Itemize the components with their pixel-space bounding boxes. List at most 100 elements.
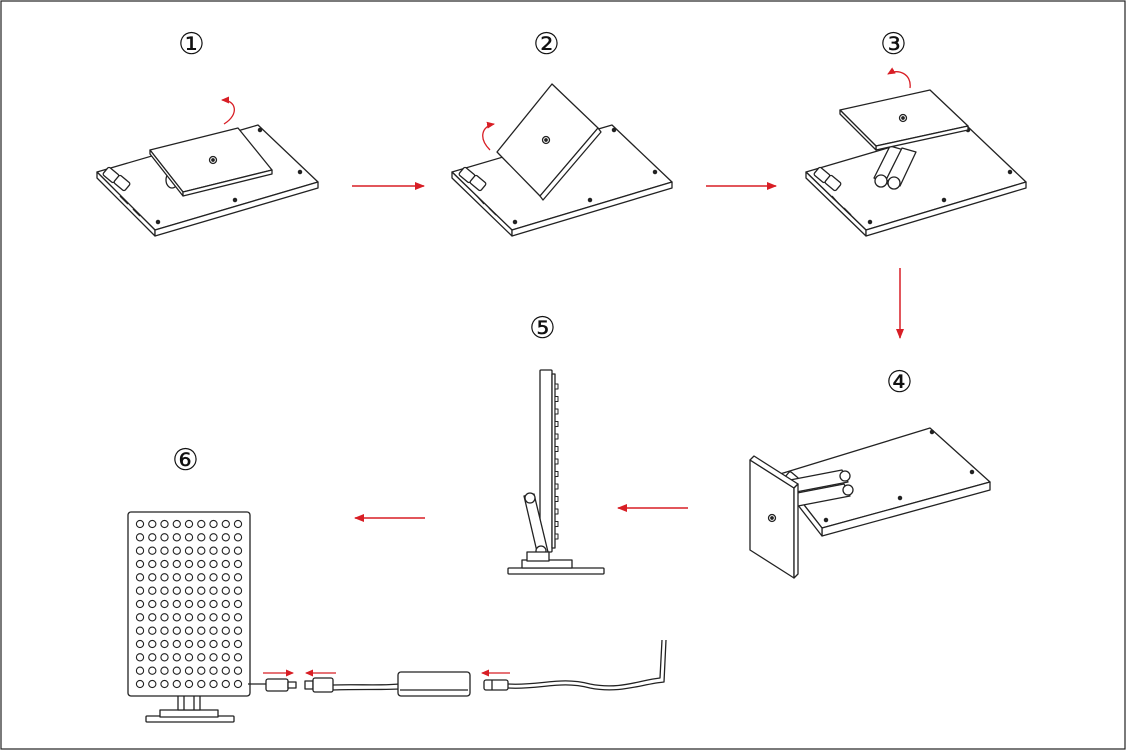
led xyxy=(160,626,169,635)
led xyxy=(160,666,169,675)
led xyxy=(184,599,194,609)
led xyxy=(160,546,169,555)
led xyxy=(233,519,243,529)
led xyxy=(221,586,230,595)
led xyxy=(209,639,218,649)
led xyxy=(209,573,218,582)
led xyxy=(184,613,194,622)
led xyxy=(209,559,218,569)
step-1-label: ① xyxy=(178,27,205,62)
led xyxy=(172,666,181,675)
led xyxy=(135,533,145,542)
led xyxy=(221,559,230,569)
led xyxy=(197,546,206,555)
led xyxy=(184,519,194,529)
led xyxy=(233,586,243,595)
led xyxy=(209,533,218,542)
led xyxy=(197,573,206,582)
led xyxy=(135,573,145,582)
led xyxy=(172,599,181,609)
led-bump xyxy=(554,483,559,490)
led xyxy=(233,559,243,569)
led xyxy=(209,613,218,622)
led xyxy=(172,626,181,635)
led xyxy=(221,573,230,582)
led xyxy=(160,679,169,689)
led xyxy=(233,626,243,635)
led xyxy=(135,546,145,555)
led xyxy=(197,666,206,675)
step-6-illustration xyxy=(127,511,667,723)
led xyxy=(148,639,157,649)
led xyxy=(184,666,194,675)
led xyxy=(148,519,157,529)
led xyxy=(172,613,181,622)
led xyxy=(233,666,243,675)
led-bump xyxy=(554,421,559,427)
step-2-rotate-arrow xyxy=(482,121,495,151)
led xyxy=(221,546,230,555)
led xyxy=(160,519,169,529)
led xyxy=(172,533,181,542)
led xyxy=(221,653,230,662)
led xyxy=(209,546,218,555)
led xyxy=(160,559,169,569)
power-adapter xyxy=(397,671,471,697)
led xyxy=(135,559,145,569)
led xyxy=(233,573,243,582)
led xyxy=(172,679,181,689)
step-4-label: ④ xyxy=(886,365,913,400)
led xyxy=(209,666,218,675)
step-2-label: ② xyxy=(533,27,560,62)
led-bump xyxy=(554,408,559,415)
led xyxy=(197,533,206,542)
led xyxy=(148,599,157,609)
led xyxy=(135,599,145,609)
led-bump xyxy=(554,458,559,465)
led xyxy=(197,613,206,622)
led xyxy=(148,586,157,595)
led xyxy=(197,519,206,529)
led xyxy=(184,573,194,582)
led xyxy=(184,639,194,649)
led xyxy=(221,599,230,609)
led xyxy=(209,599,218,609)
led xyxy=(148,626,157,635)
led-bump xyxy=(554,433,559,440)
led xyxy=(172,586,181,595)
led xyxy=(197,559,206,569)
led-bump xyxy=(554,521,559,527)
step-5-label: ⑤ xyxy=(529,311,556,346)
led xyxy=(233,679,243,689)
led xyxy=(197,626,206,635)
led xyxy=(233,613,243,622)
led xyxy=(209,653,218,662)
led xyxy=(209,586,218,595)
led xyxy=(172,573,181,582)
led xyxy=(160,599,169,609)
step-1-illustration xyxy=(96,124,319,237)
led xyxy=(160,639,169,649)
led xyxy=(197,639,206,649)
led xyxy=(221,626,230,635)
led xyxy=(233,599,243,609)
led xyxy=(209,626,218,635)
led-bump xyxy=(554,383,559,390)
led xyxy=(184,559,194,569)
led xyxy=(135,626,145,635)
step-5-illustration xyxy=(507,369,605,575)
step-3-illustration xyxy=(805,89,1027,237)
led xyxy=(135,586,145,595)
led xyxy=(233,533,243,542)
led-bump xyxy=(554,396,559,402)
led xyxy=(135,679,145,689)
led xyxy=(209,679,218,689)
led xyxy=(221,666,230,675)
led xyxy=(135,666,145,675)
led xyxy=(160,533,169,542)
step-1-rotate-arrow xyxy=(221,96,235,125)
led xyxy=(221,639,230,649)
led xyxy=(221,533,230,542)
